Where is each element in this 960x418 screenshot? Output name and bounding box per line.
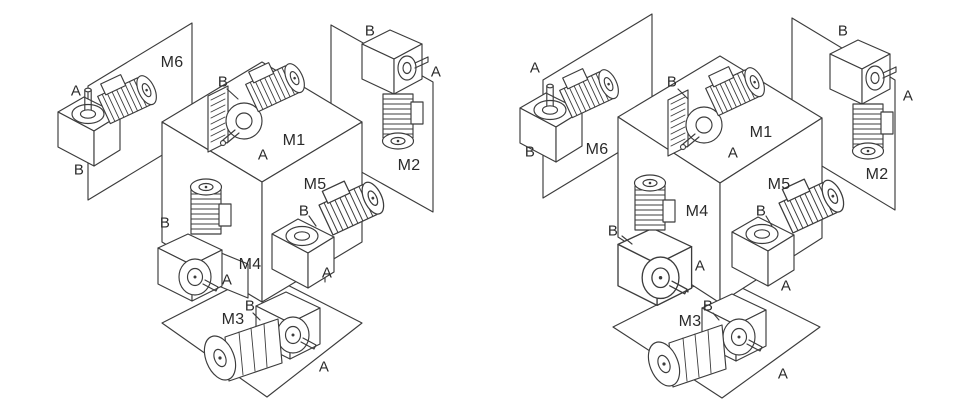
panel-right-drawing [519, 13, 897, 399]
motor-m4 [157, 178, 249, 302]
leader-lines [226, 88, 317, 321]
panel-left-drawing [57, 22, 434, 398]
leader-lines [621, 88, 773, 321]
motor-m5 [271, 168, 389, 289]
motor-m4 [617, 174, 693, 307]
